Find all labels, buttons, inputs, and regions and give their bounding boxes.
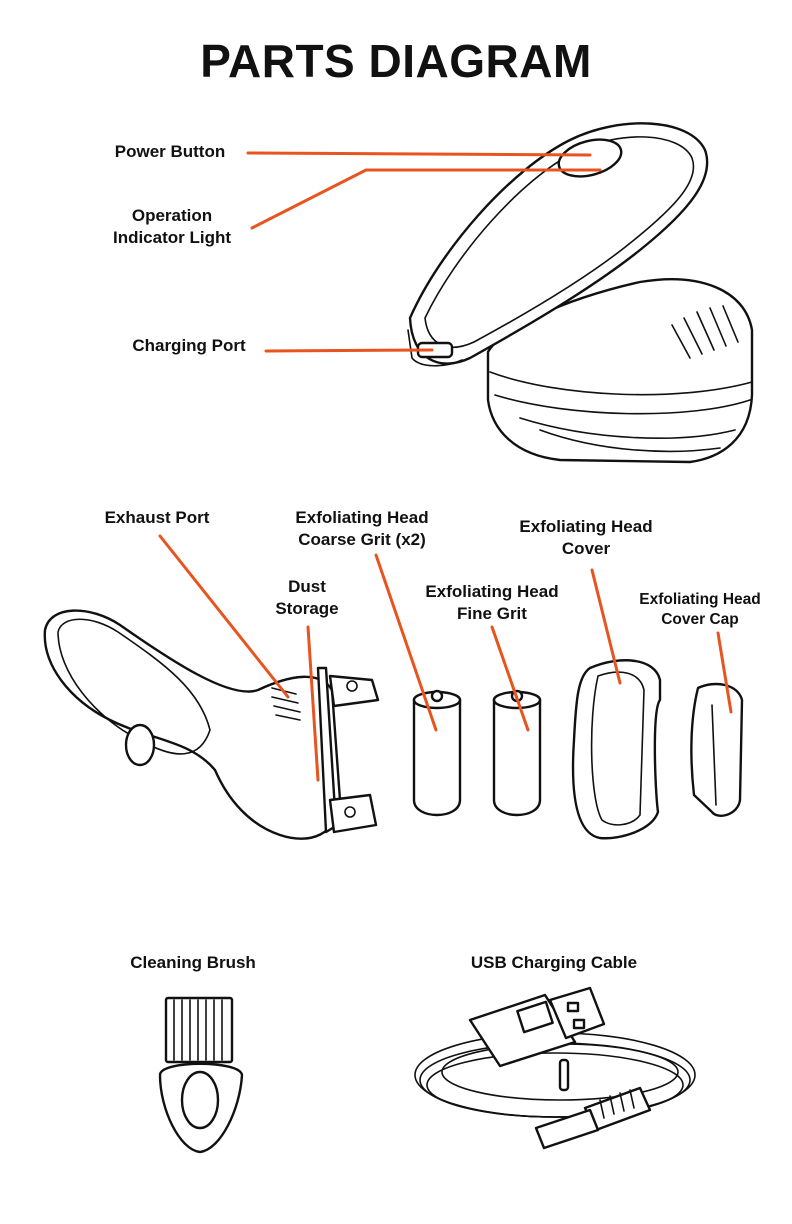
label-power-button: Power Button xyxy=(92,141,248,163)
leader-charging-port xyxy=(266,350,432,351)
head-cover-drawing xyxy=(573,660,660,838)
label-fine-head: Exfoliating Head Fine Grit xyxy=(406,581,578,625)
fine-grit-head-drawing xyxy=(494,691,540,815)
leader-power-button xyxy=(248,153,590,155)
coarse-grit-head-drawing xyxy=(414,691,460,815)
label-cover-cap: Exfoliating Head Cover Cap xyxy=(622,590,778,630)
label-head-cover: Exfoliating Head Cover xyxy=(500,516,672,560)
label-exhaust-port: Exhaust Port xyxy=(82,507,232,529)
cleaning-brush-drawing xyxy=(160,998,242,1152)
device-body-drawing xyxy=(45,611,378,839)
label-coarse-head: Exfoliating Head Coarse Grit (x2) xyxy=(276,507,448,551)
label-dust-storage: Dust Storage xyxy=(262,576,352,620)
label-charging-port: Charging Port xyxy=(108,335,270,357)
label-usb-cable: USB Charging Cable xyxy=(450,952,658,974)
label-cleaning-brush: Cleaning Brush xyxy=(110,952,276,974)
assembled-device-drawing xyxy=(408,123,752,462)
usb-cable-drawing xyxy=(415,988,695,1148)
cover-cap-drawing xyxy=(691,684,742,816)
label-indicator-light: Operation Indicator Light xyxy=(92,205,252,249)
